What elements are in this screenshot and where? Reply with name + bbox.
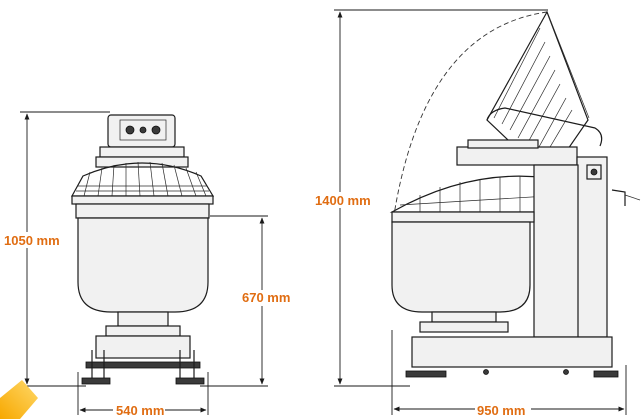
- bowl-height-label: 670 mm: [242, 290, 290, 305]
- mixer-column: [576, 156, 608, 338]
- side-foot-left: [405, 370, 447, 378]
- guard-wires: [76, 161, 209, 197]
- switch-icon: [590, 168, 598, 176]
- base-frame: [411, 336, 613, 368]
- lid-swing-arc: [391, 11, 548, 229]
- lid-open-height-label: 1400 mm: [315, 193, 371, 208]
- bowl: [77, 217, 209, 313]
- front-view: [70, 114, 215, 385]
- mixer-head: [456, 146, 578, 166]
- front-foot-right: [175, 377, 205, 385]
- side-foot-right: [593, 370, 619, 378]
- accent-corner: [0, 380, 38, 419]
- front-foot-left: [81, 377, 111, 385]
- front-width-label: 540 mm: [116, 403, 164, 418]
- front-height-label: 1050 mm: [4, 233, 60, 248]
- side-width-label: 950 mm: [477, 403, 525, 418]
- side-view: [389, 10, 641, 378]
- side-bowl: [391, 221, 531, 313]
- knob-icon: [125, 125, 135, 135]
